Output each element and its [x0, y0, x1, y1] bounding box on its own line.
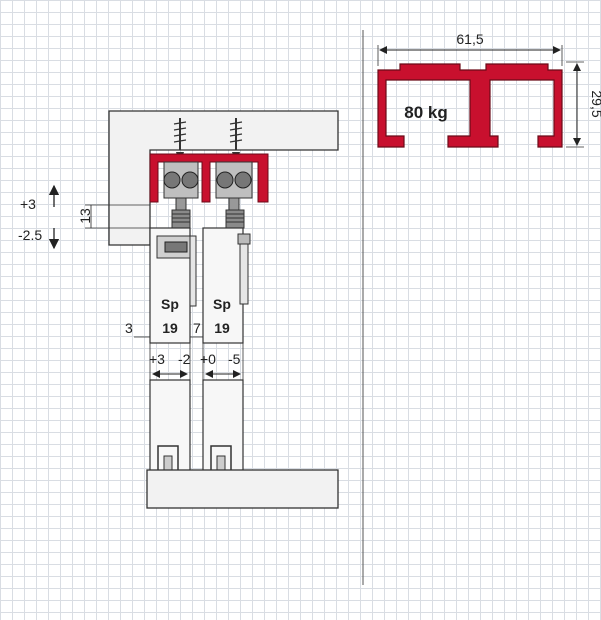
door1-adjust-minus-label: -2: [178, 351, 191, 367]
door2-type-label: Sp: [213, 296, 231, 312]
profile-width-label: 61,5: [456, 31, 483, 47]
floor-block: [146, 469, 339, 509]
door-hanger-plate-2: [237, 233, 251, 305]
hanger-bolt-1: [171, 209, 191, 229]
track-profile-view: 61,5 29,5 80 kg: [377, 31, 601, 148]
door-panel-2: [202, 227, 244, 344]
roller-carriage-2: [215, 161, 253, 211]
profile-height-label: 29,5: [589, 90, 601, 117]
roller-carriage-1: [163, 161, 199, 211]
height-dimension-label: 13: [77, 208, 93, 224]
vertical-adjust-up-label: +3: [20, 196, 36, 212]
load-capacity-label: 80 kg: [404, 103, 447, 122]
track-profile-small: [149, 153, 269, 203]
door1-thickness-label: 19: [162, 320, 178, 336]
track-profile-large: [377, 63, 563, 148]
door-hanger-plate-1: [156, 235, 197, 307]
door2-adjust-minus-label: -5: [228, 351, 241, 367]
cross-section-view: +3 -2.5 13 Sp 19 Sp 19 3 7 +3 -2 +0 -5: [18, 110, 339, 509]
gap-left-label: 3: [125, 320, 133, 336]
vertical-adjust-down-label: -2.5: [18, 227, 42, 243]
door2-thickness-label: 19: [214, 320, 230, 336]
door1-type-label: Sp: [161, 296, 179, 312]
gap-middle-label: 7: [193, 320, 201, 336]
hanger-bolt-2: [225, 209, 245, 229]
ceiling-wall-bracket: [108, 110, 339, 246]
door1-adjust-plus-label: +3: [149, 351, 165, 367]
door2-adjust-plus-label: +0: [200, 351, 216, 367]
